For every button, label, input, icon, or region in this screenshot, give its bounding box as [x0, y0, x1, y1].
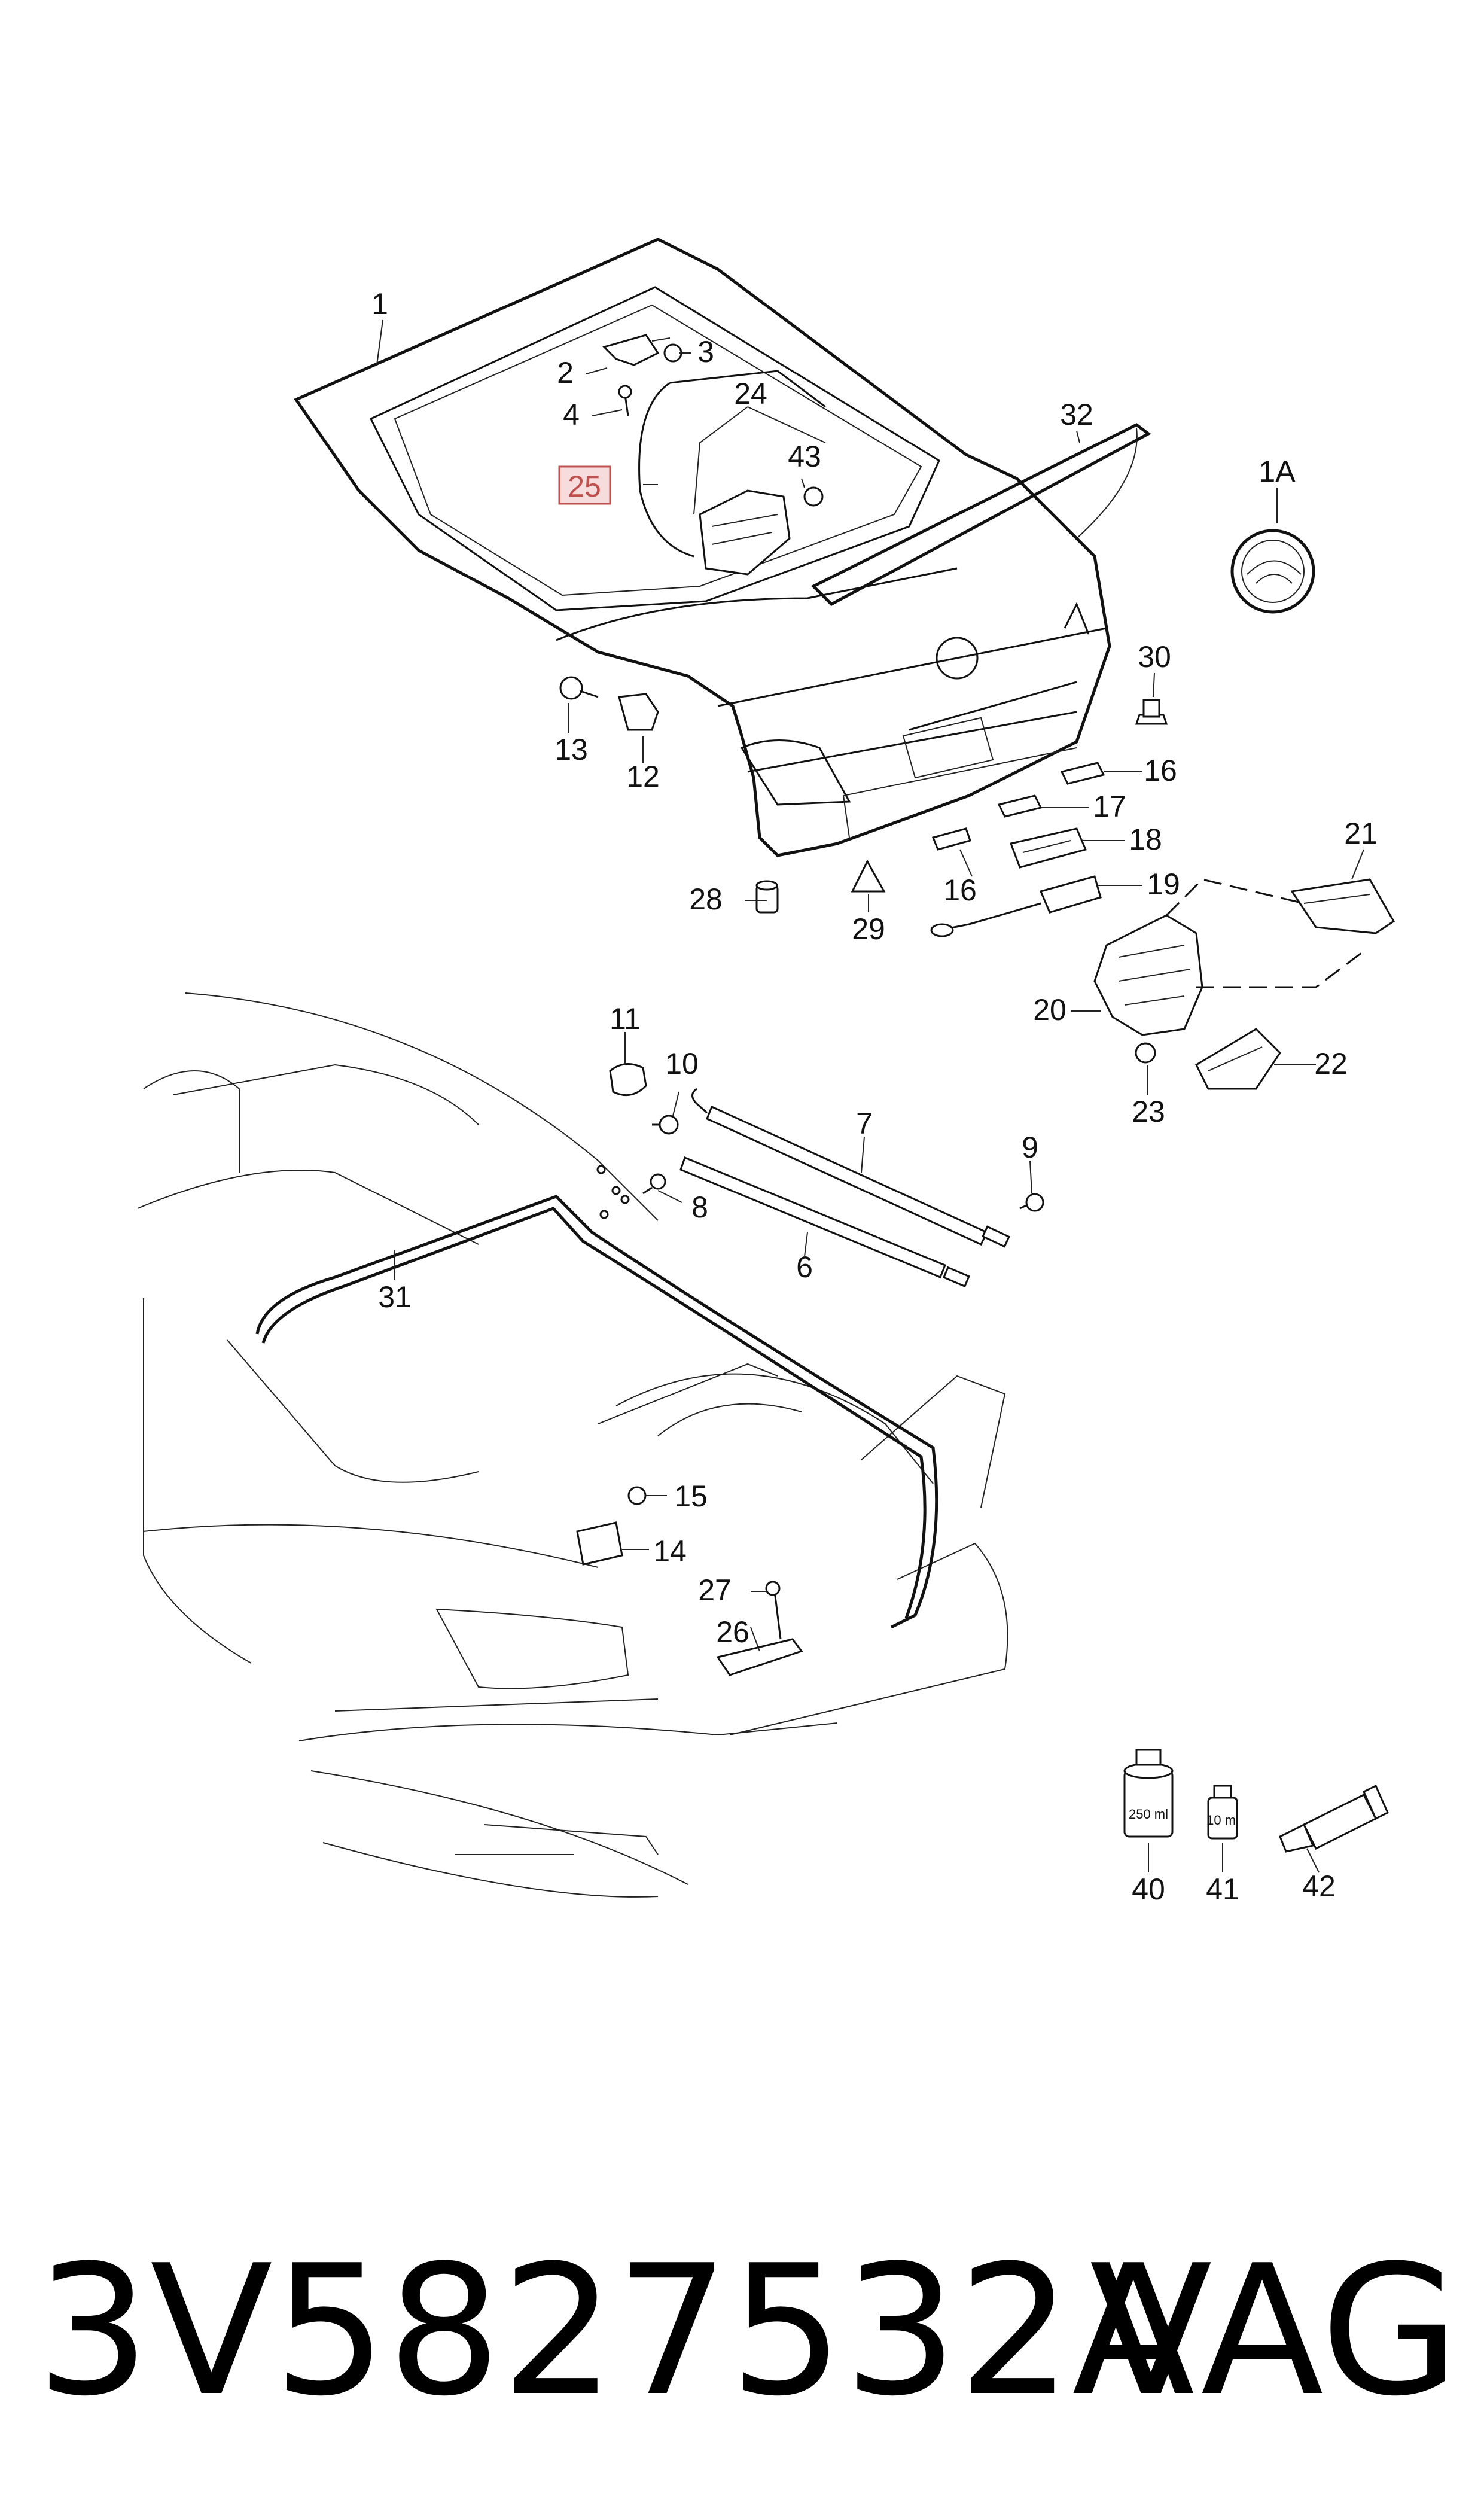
- bottle-small-drawing: [1207, 1785, 1238, 1840]
- callout-3: 3: [697, 335, 714, 369]
- callout-28: 28: [689, 882, 723, 916]
- callout-23: 23: [1132, 1095, 1165, 1128]
- callout-7: 7: [856, 1107, 873, 1140]
- part-number: 3V5827532A: [36, 2227, 1195, 2435]
- callout-17: 17: [1093, 790, 1126, 823]
- bottle-large-label: 250 ml: [1129, 1807, 1168, 1822]
- callout-2: 2: [557, 356, 574, 389]
- callout-6: 6: [796, 1250, 813, 1284]
- callout-29: 29: [852, 912, 885, 946]
- callout-16-upper: 16: [1144, 754, 1177, 787]
- vehicle-body-drawing: [137, 992, 1044, 1898]
- callout-13: 13: [554, 733, 588, 766]
- handle-drawing: [1009, 827, 1087, 869]
- callout-31: 31: [378, 1280, 412, 1314]
- callout-42: 42: [1302, 1870, 1336, 1903]
- callout-30: 30: [1138, 640, 1171, 674]
- callout-24: 24: [734, 377, 767, 410]
- callout-1A: 1A: [1258, 455, 1296, 488]
- callout-41: 41: [1206, 1872, 1239, 1906]
- bump-stop-drawing: [1135, 699, 1168, 725]
- callout-11: 11: [610, 1002, 641, 1036]
- callout-9: 9: [1022, 1131, 1038, 1164]
- callout-16-lower: 16: [943, 873, 977, 907]
- callout-4: 4: [563, 398, 580, 431]
- callout-20: 20: [1033, 993, 1066, 1027]
- callout-40: 40: [1132, 1872, 1165, 1906]
- callout-25-highlight: [558, 465, 611, 505]
- switch-drawing: [930, 875, 1102, 937]
- callout-22: 22: [1314, 1047, 1348, 1080]
- tailgate-drawing: [294, 238, 1151, 857]
- callout-27: 27: [698, 1573, 732, 1607]
- callout-12: 12: [626, 760, 660, 793]
- callout-21: 21: [1344, 817, 1378, 850]
- plate-strips-drawing: [931, 762, 1105, 851]
- grommet-drawing: [755, 880, 779, 914]
- callout-15: 15: [674, 1479, 708, 1513]
- emblem-drawing: [1230, 529, 1315, 614]
- callout-14: 14: [653, 1534, 687, 1568]
- callout-8: 8: [691, 1191, 708, 1224]
- bottle-small-label: 10 ml: [1206, 1813, 1239, 1828]
- lock-assembly-drawing: [1093, 878, 1395, 1090]
- callout-1: 1: [371, 287, 388, 321]
- callout-25: 25: [568, 470, 601, 503]
- callout-19: 19: [1147, 867, 1180, 901]
- callout-10: 10: [665, 1047, 699, 1080]
- callout-32: 32: [1060, 398, 1093, 431]
- callout-43: 43: [788, 440, 821, 473]
- callout-18: 18: [1129, 823, 1162, 856]
- rubber-pad-drawing: [851, 859, 886, 893]
- bottle-large-drawing: [1123, 1749, 1174, 1838]
- maker-name: VAG: [1090, 2227, 1459, 2435]
- callout-26: 26: [716, 1615, 749, 1649]
- tube-drawing: [1279, 1784, 1389, 1853]
- leader-lines: [376, 319, 1364, 1873]
